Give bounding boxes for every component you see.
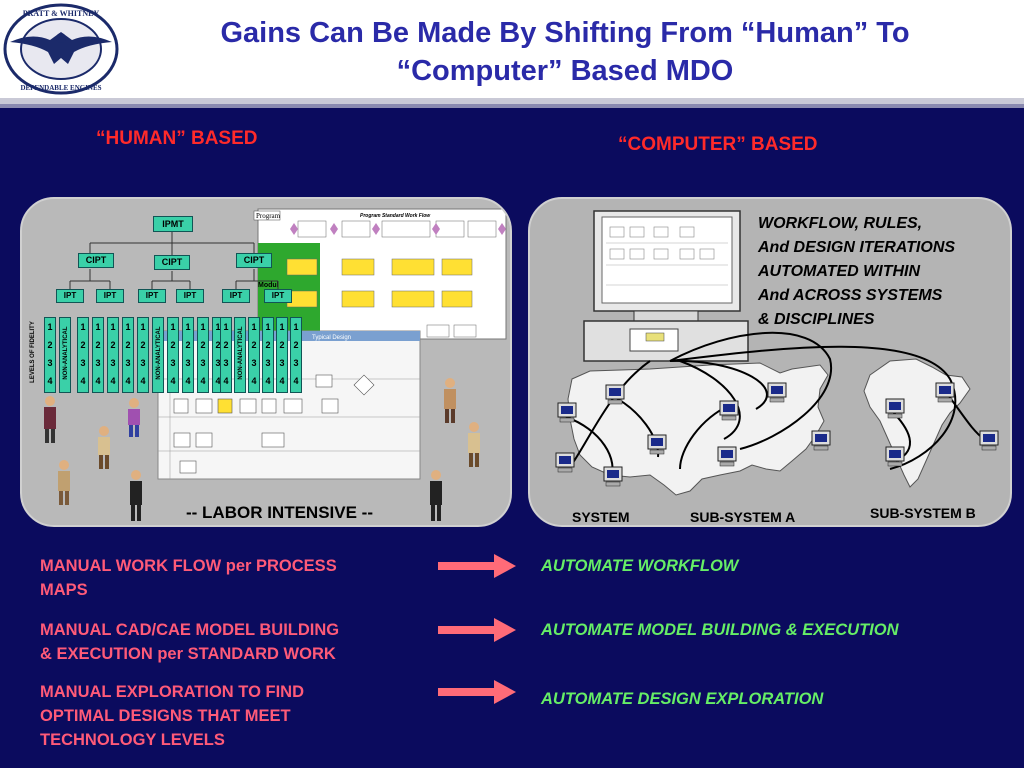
manual-model-building-text: MANUAL CAD/CAE MODEL BUILDING & EXECUTIO…: [40, 621, 340, 663]
levels-of-fidelity-text: LEVELS OF FIDELITY: [30, 321, 36, 383]
terminal-icon: [885, 398, 905, 419]
human-based-heading: “HUMAN” BASED: [96, 128, 258, 149]
module-label: Modul: [258, 282, 279, 289]
sub-system-b-caption: SUB-SYSTEM B: [870, 505, 976, 521]
cipt-box: CIPT: [78, 253, 114, 268]
labor-intensive-caption: -- LABOR INTENSIVE --: [186, 503, 373, 522]
design-sheet-title: Typical Design: [312, 335, 351, 341]
non-analytical-column: NON-ANALYTICAL: [152, 317, 164, 393]
terminal-icon: [935, 382, 955, 403]
eagle-emblem-icon: PRATT & WHITNEY DEPENDABLE ENGINES: [3, 3, 119, 95]
ipt-box: IPT: [138, 289, 166, 303]
ipt-box: IPT: [264, 289, 292, 303]
terminal-icon: [885, 446, 905, 467]
workflow-line: And ACROSS SYSTEMS: [758, 287, 943, 304]
terminal-icon: [603, 466, 623, 487]
slide-header: PRATT & WHITNEY DEPENDABLE ENGINES Gains…: [0, 0, 1024, 100]
computer-based-panel: SYSTEM SUB-SYSTEM A SUB-SYSTEM B: [528, 197, 1012, 527]
logo-text-top: PRATT & WHITNEY: [23, 9, 100, 18]
manual-exploration-text: MANUAL EXPLORATION TO FIND OPTIMAL DESIG…: [40, 683, 304, 749]
india-map: [863, 358, 971, 488]
computer-based-heading: “COMPUTER” BASED: [618, 134, 818, 155]
automate-workflow-text: AUTOMATE WORKFLOW: [541, 557, 739, 575]
right-arrow-icon: [438, 618, 516, 642]
ipt-box: IPT: [56, 289, 84, 303]
terminal-icon: [605, 384, 625, 405]
levels-of-fidelity-label: LEVELS OF FIDELITY: [26, 321, 40, 389]
human-based-panel: Program Program Standard Work Flow Modul…: [20, 197, 512, 527]
header-divider: [0, 98, 1024, 104]
org-chart-diagram: Program Program Standard Work Flow Modul…: [69, 208, 507, 480]
workflow-automation-text: WORKFLOW, RULES, And DESIGN ITERATIONS A…: [758, 212, 1018, 332]
title-line-2: “Computer” Based MDO: [396, 55, 734, 87]
cipt-box: CIPT: [154, 255, 190, 270]
terminal-icon: [717, 446, 737, 467]
terminal-icon: [557, 402, 577, 423]
work-flow-label: Program Standard Work Flow: [360, 213, 431, 219]
workflow-line: AUTOMATED WITHIN: [758, 263, 921, 280]
right-arrow-icon: [438, 554, 516, 578]
workflow-line: & DISCIPLINES: [758, 311, 875, 328]
slide-title: Gains Can Be Made By Shifting From “Huma…: [130, 14, 1000, 90]
system-caption: SYSTEM: [572, 509, 630, 525]
automate-design-exploration-text: AUTOMATE DESIGN EXPLORATION: [541, 690, 824, 708]
terminal-icon: [811, 430, 831, 451]
ipmt-box: IPMT: [153, 216, 193, 232]
header-divider-dark: [0, 104, 1024, 108]
automate-model-building-text: AUTOMATE MODEL BUILDING & EXECUTION: [541, 621, 899, 639]
workflow-line: WORKFLOW, RULES,: [758, 215, 923, 232]
ipt-box: IPT: [176, 289, 204, 303]
sub-system-a-caption: SUB-SYSTEM A: [690, 509, 796, 525]
program-label: Program: [256, 212, 281, 220]
terminal-icon: [767, 382, 787, 403]
terminal-icon: [555, 452, 575, 473]
terminal-icon: [647, 434, 667, 455]
cipt-box: CIPT: [236, 253, 272, 268]
terminal-icon: [979, 430, 999, 451]
main-computer-icon: [583, 210, 749, 362]
network-diagram: [555, 210, 999, 496]
non-analytical-column: NON-ANALYTICAL: [59, 317, 71, 393]
ipt-box: IPT: [96, 289, 124, 303]
right-arrow-icon: [438, 680, 516, 704]
terminal-icon: [719, 400, 739, 421]
title-line-1: Gains Can Be Made By Shifting From “Huma…: [220, 17, 910, 49]
non-analytical-column: NON-ANALYTICAL: [234, 317, 246, 393]
logo-text-bottom: DEPENDABLE ENGINES: [20, 84, 101, 92]
manual-workflow-text: MANUAL WORK FLOW per PROCESS MAPS: [40, 557, 337, 599]
ipt-box: IPT: [222, 289, 250, 303]
workflow-line: And DESIGN ITERATIONS: [758, 239, 956, 256]
